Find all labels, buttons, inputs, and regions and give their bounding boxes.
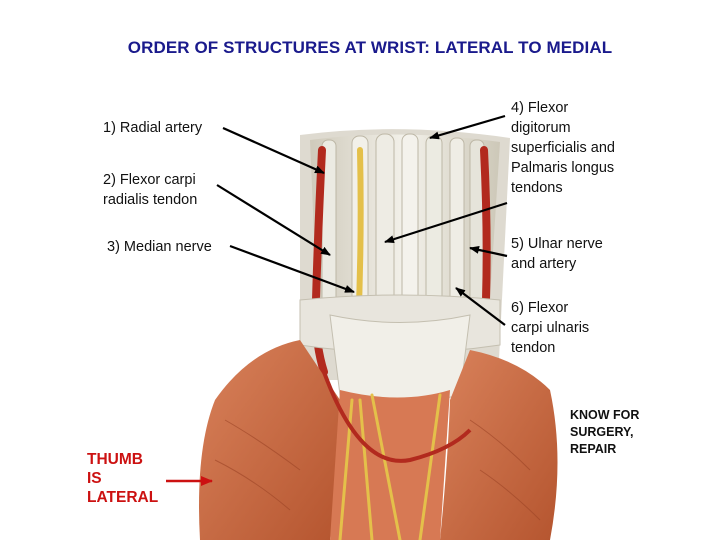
label-line: radialis tendon	[103, 192, 198, 208]
label-flexor-digitorum-superficialis: 4) Flexor digitorum superficialis and Pa…	[511, 98, 615, 198]
label-line: tendon	[511, 340, 556, 356]
thumb-line: LATERAL	[87, 489, 159, 506]
label-flexor-carpi-ulnaris: 6) Flexor carpi ulnaris tendon	[511, 298, 589, 358]
digital-nerves	[338, 393, 442, 540]
flexor-retinaculum	[299, 294, 501, 403]
label-line: carpi ulnaris	[511, 320, 590, 336]
label-line: superficialis and	[511, 140, 615, 156]
ulnar-artery-vessel	[480, 146, 491, 304]
label-ulnar-nerve-artery: 5) Ulnar nerve and artery	[511, 234, 603, 274]
label-line: Palmaris longus	[511, 160, 615, 176]
label-median-nerve: 3) Median nerve	[107, 239, 212, 255]
palm-fibers	[214, 419, 541, 521]
label-line: and artery	[511, 256, 577, 272]
palm-center	[330, 390, 450, 540]
label-flexor-carpi-radialis: 2) Flexor carpi radialis tendon	[103, 170, 197, 210]
note-line: KNOW FOR	[570, 408, 640, 422]
note-line: SURGERY,	[570, 425, 634, 439]
pointer-lines	[216, 114, 508, 326]
thumb-line: IS	[87, 470, 102, 487]
label-line: 5) Ulnar nerve	[511, 236, 603, 252]
label-line: 2) Flexor carpi	[103, 172, 196, 188]
hypothenar-muscle	[440, 350, 558, 540]
surgery-note: KNOW FOR SURGERY, REPAIR	[570, 407, 639, 458]
thenar-muscle	[199, 340, 340, 540]
label-line: digitorum	[511, 120, 571, 136]
label-line: tendons	[511, 180, 563, 196]
palmar-arch	[322, 371, 472, 463]
page-title: ORDER OF STRUCTURES AT WRIST: LATERAL TO…	[127, 38, 613, 57]
thumb-line: THUMB	[87, 451, 143, 468]
label-line: 4) Flexor	[511, 100, 569, 116]
tendons	[321, 133, 485, 347]
note-line: REPAIR	[570, 442, 617, 456]
label-radial-artery: 1) Radial artery	[103, 120, 203, 136]
thumb-lateral-note: THUMB IS LATERAL	[87, 450, 158, 507]
label-line: 6) Flexor	[511, 300, 569, 316]
